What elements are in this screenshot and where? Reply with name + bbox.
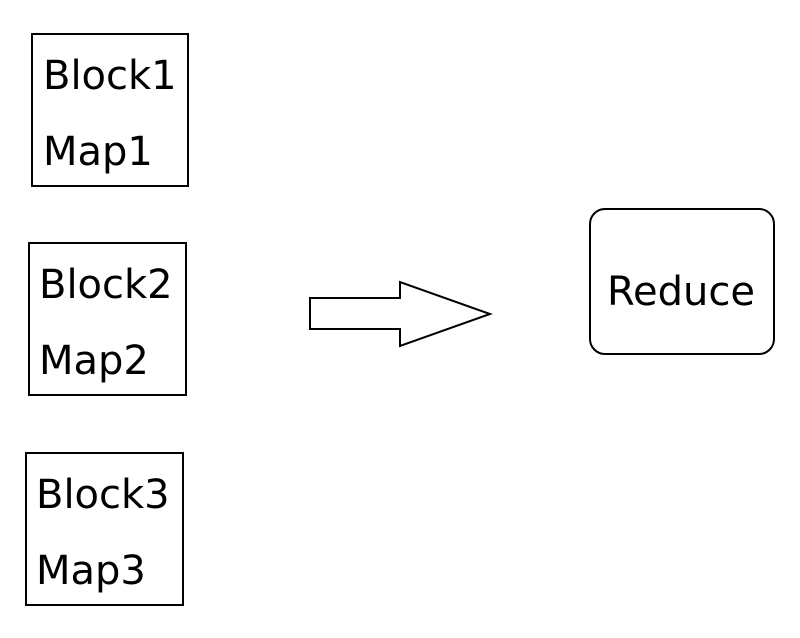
arrow-shape <box>309 280 493 348</box>
reduce-label: Reduce <box>607 269 755 315</box>
reduce-box: Reduce <box>589 208 775 355</box>
map-label: Map3 <box>36 548 146 594</box>
block-label: Block3 <box>36 472 170 518</box>
map-label: Map1 <box>43 129 153 175</box>
block-label: Block2 <box>39 262 173 308</box>
block-label: Block1 <box>43 53 177 99</box>
block-map-box-2: Block2 Map2 <box>28 242 187 396</box>
right-arrow-icon <box>309 280 493 348</box>
map-label: Map2 <box>39 338 149 384</box>
block-map-box-3: Block3 Map3 <box>25 452 184 606</box>
block-map-box-1: Block1 Map1 <box>31 33 189 187</box>
